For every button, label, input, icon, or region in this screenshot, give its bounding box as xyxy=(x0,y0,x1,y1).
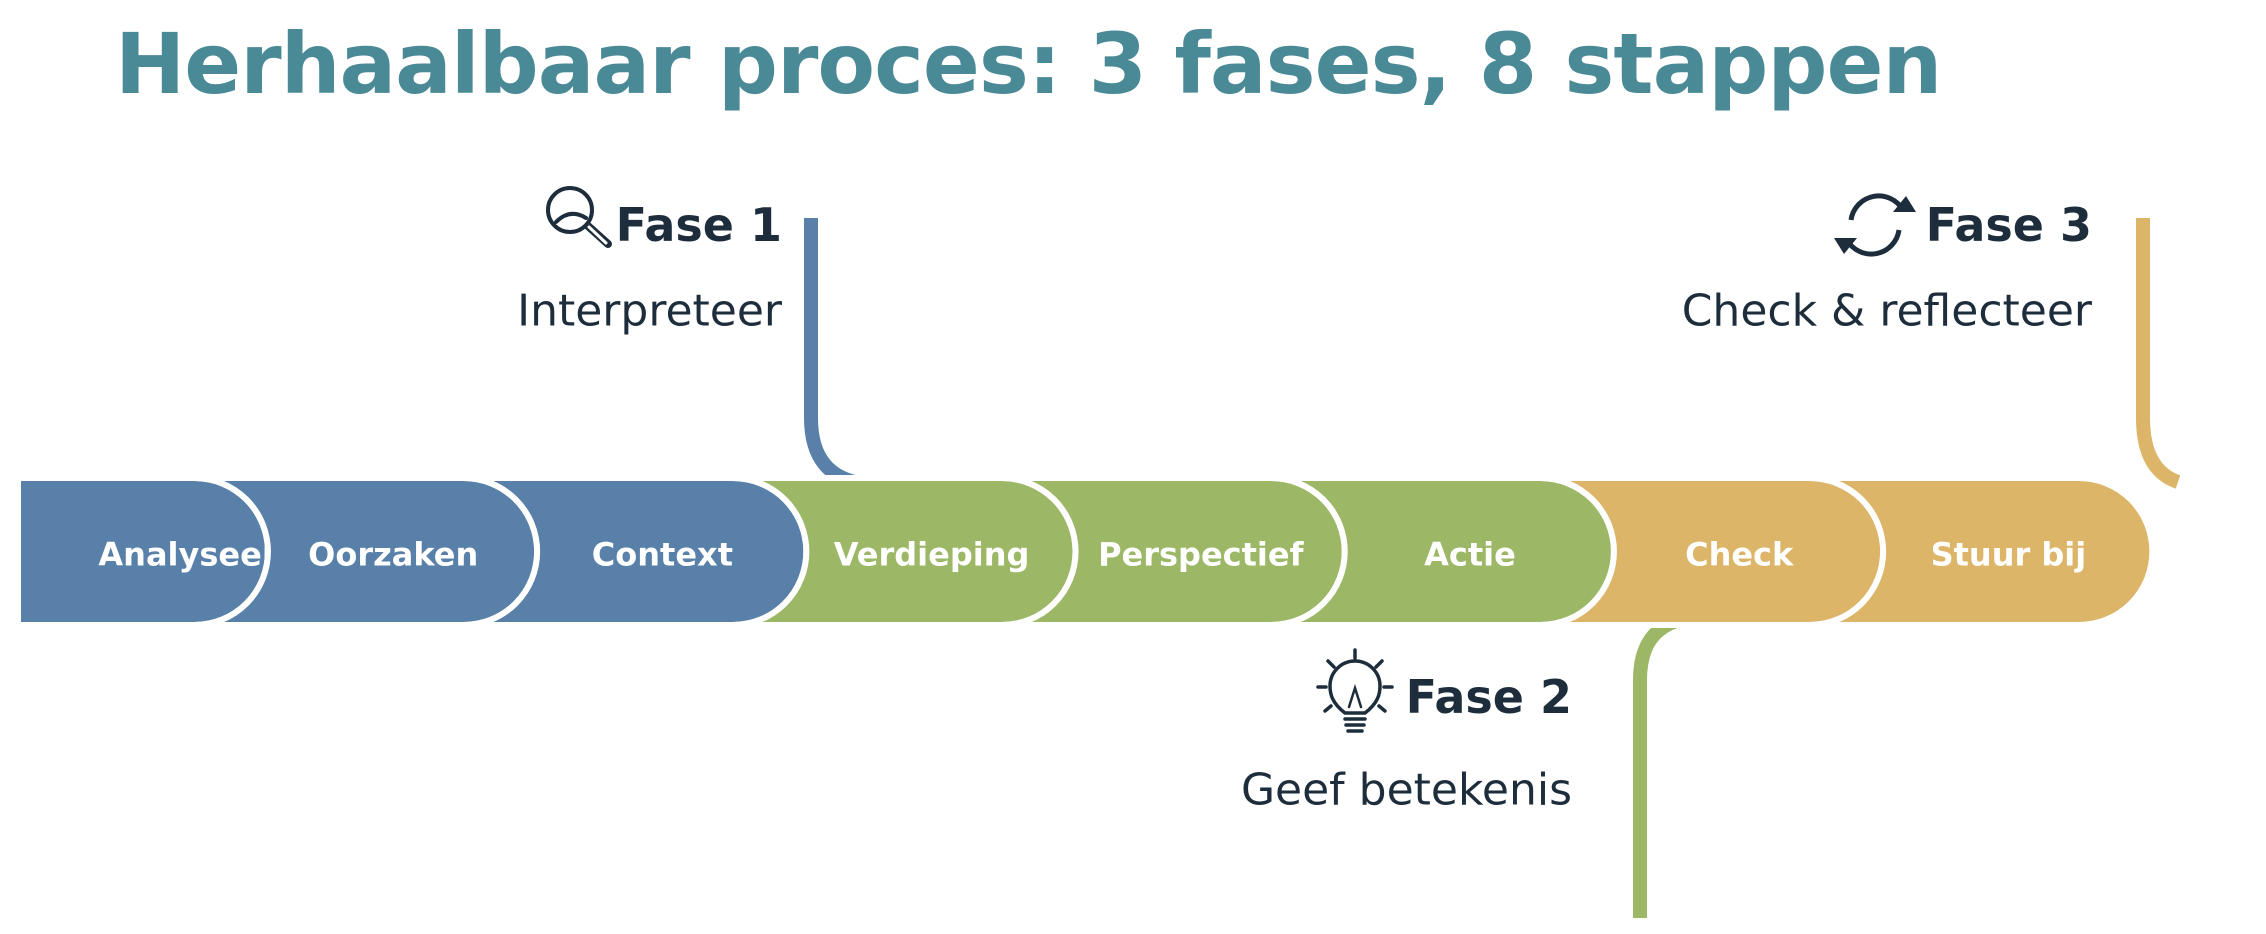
step-label: Verdieping xyxy=(834,536,1030,574)
phase-title: Fase 2 xyxy=(1406,670,1572,724)
page-title: Herhaalbaar proces: 3 fases, 8 stappen xyxy=(115,15,1942,113)
step-analyseer: Analyseer xyxy=(15,475,278,628)
step-oorzaken: Oorzaken xyxy=(191,475,541,628)
lightbulb-icon xyxy=(1316,648,1394,733)
step-perspectief: Perspectief xyxy=(999,475,1348,628)
phase-subtitle: Interpreteer xyxy=(517,286,783,337)
process-steps: Analyseer Oorzaken Context Verdieping Perspe… xyxy=(15,475,2156,628)
phase-title: Fase 1 xyxy=(616,198,782,252)
step-label: Actie xyxy=(1424,536,1516,574)
step-label: Analyseer xyxy=(98,536,277,574)
magnifier-icon xyxy=(546,186,612,248)
phase-title: Fase 3 xyxy=(1926,198,2092,252)
fase-2-connector xyxy=(1633,612,1686,918)
phase-3-label: Fase 3 Check & reflecteer xyxy=(1682,198,2093,337)
fase-3-connector xyxy=(2136,218,2181,489)
step-label: Check xyxy=(1685,536,1794,574)
phase-2-label: Fase 2 Geef betekenis xyxy=(1241,670,1572,816)
phase-1-label: Fase 1 Interpreteer xyxy=(517,198,783,337)
step-shape xyxy=(1806,475,2156,628)
fase-1-connector xyxy=(804,218,868,491)
step-label: Oorzaken xyxy=(308,536,478,574)
phase-subtitle: Geef betekenis xyxy=(1241,765,1572,816)
step-label: Stuur bij xyxy=(1931,536,2087,574)
step-label: Perspectief xyxy=(1098,536,1305,574)
step-label: Context xyxy=(592,536,733,574)
phase-subtitle: Check & reflecteer xyxy=(1682,286,2093,337)
step-stuur-bij: Stuur bij xyxy=(1806,475,2156,628)
cycle-arrows-icon xyxy=(1834,193,1916,257)
